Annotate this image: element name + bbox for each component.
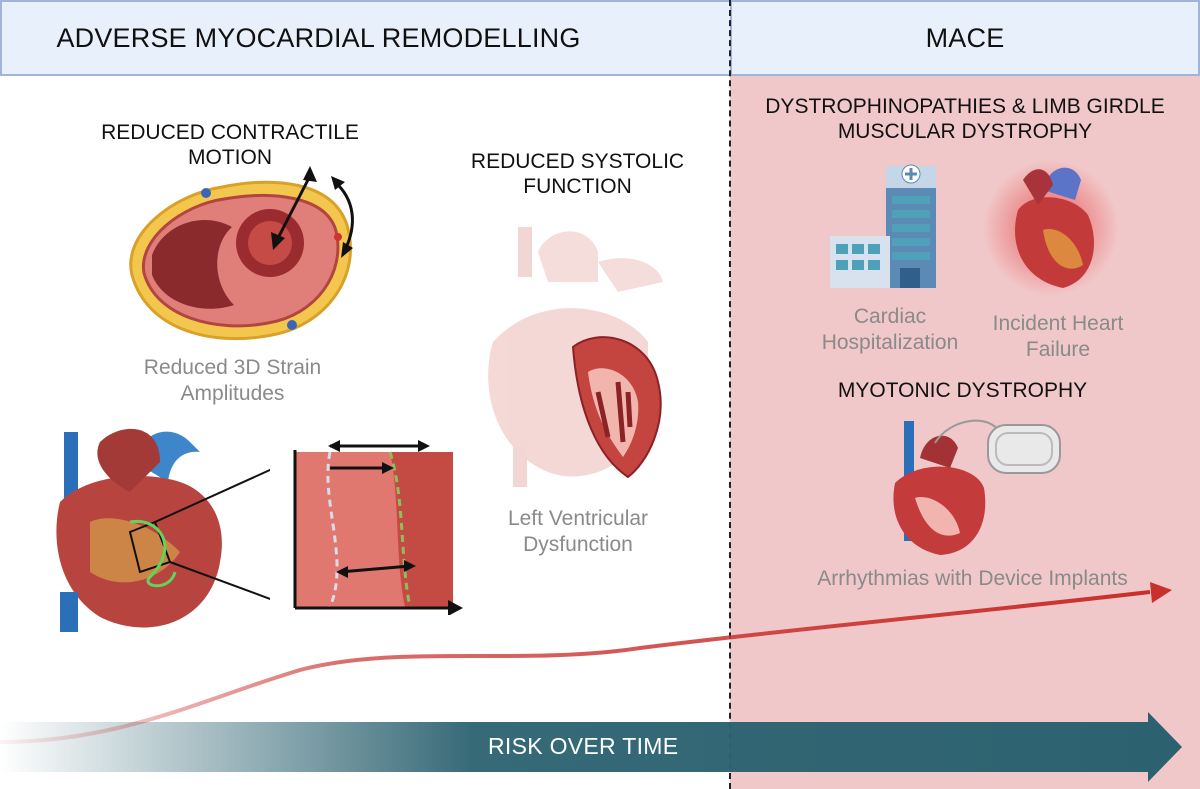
lv-dysfunction-caption: Left Ventricular Dysfunction — [507, 507, 649, 556]
strain-caption: Reduced 3D Strain Amplitudes — [143, 356, 322, 405]
heart-left-ventricle-icon — [488, 227, 663, 487]
risk-over-time-arrow — [0, 712, 1182, 782]
header-mace-title: MACE — [925, 22, 1005, 53]
contractile-motion-arrows — [271, 166, 354, 258]
header-remodelling: ADVERSE MYOCARDIAL REMODELLING — [0, 0, 732, 76]
header-mace: MACE — [730, 0, 1200, 76]
hospital-icon — [830, 164, 936, 288]
heart-anatomy-icon — [56, 428, 270, 632]
section-divider — [729, 0, 731, 789]
mace-panel-background — [730, 76, 1200, 789]
risk-over-time-label: RISK OVER TIME — [488, 733, 679, 759]
myocardium-strain-block-icon — [293, 440, 463, 615]
pacemaker-heart-icon — [893, 419, 1061, 555]
systolic-function-title: REDUCED SYSTOLIC FUNCTION — [470, 150, 685, 198]
dystrophinopathies-title: DYSTROPHINOPATHIES & LIMB GIRDLE MUSCULA… — [765, 95, 1165, 143]
failing-heart-icon — [983, 160, 1118, 296]
hospitalization-caption: Cardiac Hospitalization — [821, 305, 959, 354]
heart-failure-caption: Incident Heart Failure — [992, 312, 1124, 361]
header-remodelling-title: ADVERSE MYOCARDIAL REMODELLING — [56, 22, 581, 53]
contractile-motion-title: REDUCED CONTRACTILE MOTION — [101, 121, 359, 169]
arrhythmia-caption: Arrhythmias with Device Implants — [817, 567, 1128, 590]
risk-trend-line — [0, 582, 1172, 744]
myotonic-dystrophy-title: MYOTONIC DYSTROPHY — [837, 379, 1088, 402]
